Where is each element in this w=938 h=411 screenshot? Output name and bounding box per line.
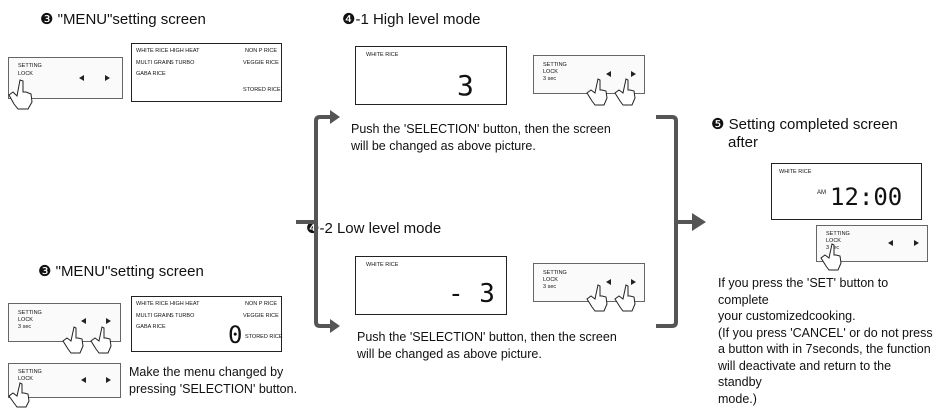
control-panel-5: SETTING LOCK 3 sec: [816, 225, 928, 262]
lock-label: LOCK: [543, 277, 558, 283]
right-arrow-button[interactable]: [106, 377, 111, 383]
menu-white-rice: WHITE RICE: [136, 301, 169, 307]
lcd-white-rice-label: WHITE RICE: [366, 262, 399, 268]
left-arrow-button[interactable]: [606, 71, 611, 77]
lcd-completed: WHITE RICE AM 12:00: [771, 163, 922, 220]
section4-2-desc: Push the 'SELECTION' button, then the sc…: [357, 330, 617, 361]
lock-label: LOCK: [826, 238, 841, 244]
menu-s-turbo: S TURBO: [170, 313, 195, 319]
right-arrow-button[interactable]: [631, 71, 636, 77]
control-panel-3bottom-2: SETTING LOCK: [8, 363, 121, 398]
section5-title: ❺ Setting completed screen after: [711, 116, 898, 151]
hand-pointer-icon: [8, 79, 33, 110]
sub-label: 3 sec: [18, 324, 32, 330]
left-bracket-arrow-bottom: [330, 319, 340, 333]
hand-pointer-icon: [90, 326, 112, 354]
hand-pointer-icon: [614, 78, 636, 106]
right-arrow-button[interactable]: [106, 318, 111, 324]
menu-multigrain: MULTI GRAIN: [136, 313, 172, 319]
menu-gaba-rice: GABA RICE: [136, 324, 166, 330]
hand-pointer-icon: [586, 78, 608, 106]
left-arrow-button[interactable]: [81, 377, 86, 383]
lock-label: LOCK: [18, 71, 33, 77]
right-arrow-button[interactable]: [914, 240, 919, 246]
lcd-white-rice-label: WHITE RICE: [779, 169, 812, 175]
left-bracket: [314, 115, 336, 328]
menu-lcd-3bottom: WHITE RICE HIGH HEAT MULTI GRAIN S TURBO…: [131, 296, 283, 352]
section4-1-title: ❹-1 High level mode: [342, 11, 481, 28]
menu-lcd-3top: WHITE RICE HIGH HEAT MULTI GRAIN S TURBO…: [131, 43, 282, 102]
menu-veggie-rice: VEGGIE RICE: [243, 60, 279, 66]
section4-1-desc: Push the 'SELECTION' button, then the sc…: [351, 122, 611, 153]
menu-non-p-rice: NON P RICE: [245, 301, 277, 307]
control-panel-4-2: SETTING LOCK 3 sec: [533, 263, 645, 302]
lcd-white-rice-label: WHITE RICE: [366, 52, 399, 58]
section3-top-title: ❸ "MENU"setting screen: [40, 11, 206, 28]
clock-time: 12:00: [830, 183, 903, 211]
setting-label: SETTING: [543, 62, 567, 68]
menu-non-p-rice: NON P RICE: [245, 48, 277, 54]
section5-desc: If you press the 'SET' button to complet…: [718, 276, 933, 406]
menu-high-heat: HIGH HEAT: [170, 48, 200, 54]
setting-label: SETTING: [543, 270, 567, 276]
hand-pointer-icon: [62, 326, 84, 354]
menu-multigrain: MULTI GRAIN: [136, 60, 172, 66]
left-bracket-arrow-top: [330, 110, 340, 124]
menu-stored-rice: STORED RICE: [245, 334, 283, 340]
right-arrow-button[interactable]: [631, 279, 636, 285]
hand-pointer-icon: [614, 284, 636, 312]
menu-gaba-rice: GABA RICE: [136, 71, 166, 77]
menu-white-rice: WHITE RICE: [136, 48, 169, 54]
right-bracket: [656, 115, 678, 328]
left-arrow-button[interactable]: [79, 75, 84, 81]
menu-stored-rice: STORED RICE: [243, 87, 281, 93]
lock-label: LOCK: [18, 317, 33, 323]
sub-label: 3 sec: [543, 284, 557, 290]
am-label: AM: [817, 190, 826, 196]
menu-digit: 0: [228, 321, 243, 349]
setting-label: SETTING: [18, 63, 42, 69]
lcd-low-level: WHITE RICE - 3: [355, 256, 507, 315]
left-arrow-button[interactable]: [81, 318, 86, 324]
level-value: 3: [457, 69, 474, 102]
lock-label: LOCK: [543, 69, 558, 75]
left-arrow-button[interactable]: [888, 240, 893, 246]
setting-label: SETTING: [826, 231, 850, 237]
lock-label: LOCK: [18, 376, 33, 382]
hand-pointer-icon: [8, 382, 30, 408]
lcd-high-level: WHITE RICE 3: [355, 46, 507, 105]
menu-high-heat: HIGH HEAT: [170, 301, 200, 307]
level-value: - 3: [448, 279, 495, 309]
setting-label: SETTING: [18, 369, 42, 375]
sub-label: 3 sec: [543, 76, 557, 82]
section4-2-title: ❹-2 Low level mode: [306, 220, 442, 237]
right-arrow-button[interactable]: [105, 75, 110, 81]
section3-bottom-title: ❸ "MENU"setting screen: [38, 263, 204, 280]
hand-pointer-icon: [820, 243, 842, 271]
setting-label: SETTING: [18, 310, 42, 316]
menu-s-turbo: S TURBO: [170, 60, 195, 66]
hand-pointer-icon: [586, 284, 608, 312]
left-arrow-button[interactable]: [606, 279, 611, 285]
section3-bottom-desc: Make the menu changed by pressing 'SELEC…: [129, 365, 298, 396]
menu-veggie-rice: VEGGIE RICE: [243, 313, 279, 319]
output-arrow: [692, 213, 706, 231]
